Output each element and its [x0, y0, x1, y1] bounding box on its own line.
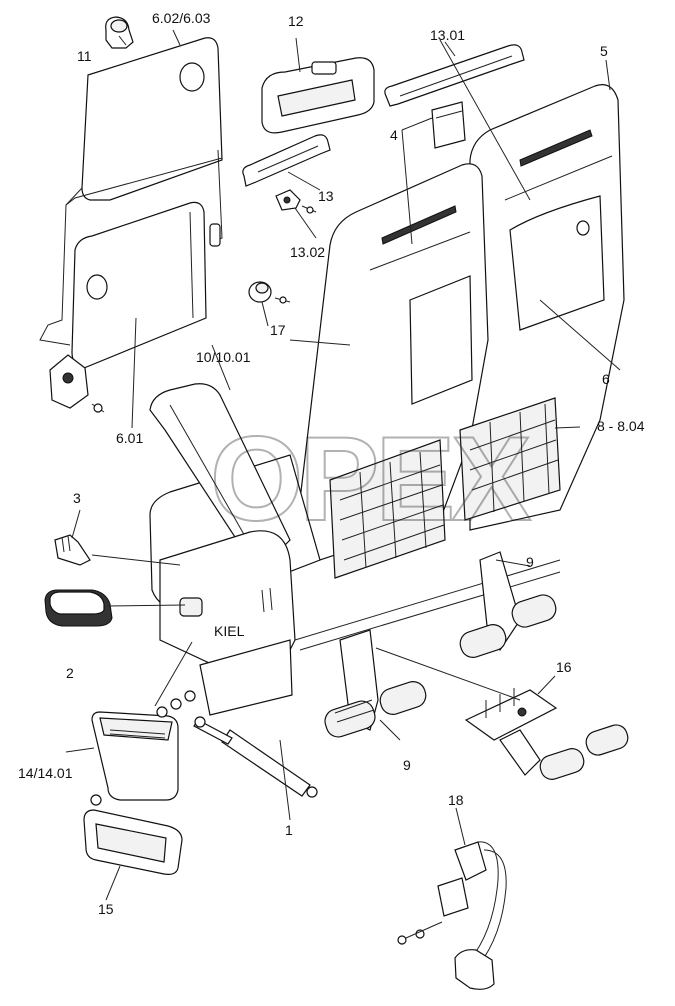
- label-18: 18: [448, 792, 464, 808]
- part-seat-handle: [261, 57, 375, 134]
- part-wedge-button: [54, 534, 91, 566]
- label-10-10-01: 10/10.01: [196, 349, 251, 365]
- label-9-upper: 9: [526, 554, 534, 570]
- part-knob-small: [248, 281, 291, 304]
- label-4: 4: [390, 127, 398, 143]
- part-basket-frame: [83, 794, 183, 875]
- seat-badge: KIEL: [214, 623, 245, 639]
- label-9-lower: 9: [403, 757, 411, 773]
- label-5: 5: [600, 43, 608, 59]
- part-washers: [156, 690, 196, 718]
- part-latch-bracket: [49, 354, 105, 413]
- label-8-8-04: 8 - 8.04: [597, 418, 645, 434]
- part-headrest-cover: [431, 101, 466, 149]
- part-basket: [91, 711, 179, 801]
- label-13-01: 13.01: [430, 27, 465, 43]
- callout-labels: 11 6.02/6.03 12 13.01 5 4 13 13.02 17 10…: [18, 10, 645, 917]
- label-3: 3: [73, 490, 81, 506]
- label-16: 16: [556, 659, 572, 675]
- part-footrest-left: [324, 629, 427, 738]
- part-gas-spring: [193, 716, 318, 798]
- part-grab-rail: [384, 44, 525, 107]
- label-2: 2: [66, 665, 74, 681]
- label-14-14-01: 14/14.01: [18, 765, 73, 781]
- label-13: 13: [318, 188, 334, 204]
- part-tray-table-upper: [39, 37, 223, 346]
- part-seat-belt: [397, 841, 507, 990]
- label-17: 17: [270, 322, 286, 338]
- part-knob: [105, 16, 134, 49]
- label-6-01: 6.01: [116, 430, 143, 446]
- part-double-seat: KIEL: [149, 84, 625, 716]
- part-clip: [275, 189, 317, 214]
- part-foot-pedal: [44, 589, 113, 627]
- label-6: 6: [602, 371, 610, 387]
- part-tray-table-lower: [71, 201, 207, 369]
- label-11: 11: [77, 48, 92, 64]
- leader-lines: [65, 29, 621, 901]
- part-footrest-right: [459, 551, 557, 658]
- part-handle-bar: [242, 134, 331, 187]
- label-12: 12: [288, 13, 304, 29]
- label-13-02: 13.02: [290, 244, 325, 260]
- label-1: 1: [285, 822, 293, 838]
- watermark: OPEX: [210, 412, 530, 546]
- part-footrest-bracket: [464, 688, 629, 780]
- label-6-02-6-03: 6.02/6.03: [152, 10, 211, 26]
- label-15: 15: [98, 901, 114, 917]
